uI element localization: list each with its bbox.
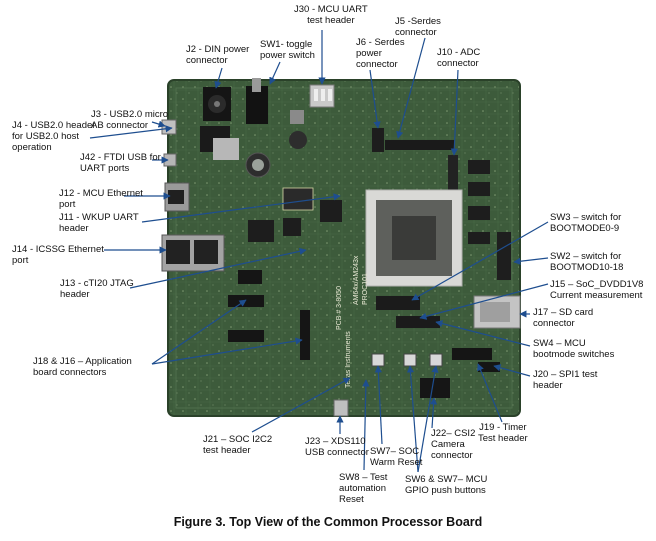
label-j18: J18 & J16 – Application board connectors [33,356,132,378]
label-j19: J19 - Timer Test header [478,422,528,444]
arrow-j21 [251,377,351,433]
toggle-power-switch [246,78,268,124]
silkscreen-line-1: PROC101 [362,273,369,305]
silkscreen-line-3: Texas Instruments [345,331,352,388]
label-j21: J21 – SOC I2C2 test header [203,434,273,456]
arrow-j22 [429,397,438,429]
jtag-header [238,270,262,284]
arrow-j4 [89,125,173,139]
arrow-j6 [369,69,381,129]
label-j10: J10 - ADC connector [437,47,481,69]
arrow-sw2 [513,257,549,265]
callout-arrows [89,30,549,473]
arrow-j10 [450,69,459,156]
board-silkscreen: AM64x/AM243x PROC101 PCB # 3-8050 Texas … [336,255,369,388]
j30-uart-header [309,84,335,108]
label-j5: J5 -Serdes connector [395,16,441,38]
memory-chips [248,160,490,244]
figure-caption: Figure 3. Top View of the Common Process… [173,515,483,529]
label-j6: J6 - Serdes power connector [356,37,405,70]
label-sw2: SW2 – switch for BOOTMOD10-18 [550,251,624,273]
bootmode-switches [376,232,511,328]
serdes-connector [372,128,455,152]
label-j13: J13 - cTI20 JTAG header [60,278,134,300]
arrow-j11 [141,193,341,223]
sd-card-connector [473,295,521,329]
adc-connector [448,155,458,193]
label-sw3: SW3 – switch for BOOTMODE0-9 [550,212,622,234]
arrow-sw3 [411,221,549,301]
icssg-ethernet [161,234,225,272]
power-components [200,110,307,178]
push-buttons [371,353,443,367]
arrow-j13 [129,247,307,289]
label-j15: J15 – SoC_DVDD1V8 Current measurement [550,279,644,301]
arrow-j18a [151,299,247,365]
label-j14: J14 - ICSSG Ethernet port [12,244,104,266]
arrow-j5 [396,37,426,139]
soc-processor [365,189,463,287]
arrow-j19 [477,363,503,423]
arrow-j2 [214,67,223,89]
arrow-j18b [151,337,303,365]
arrow-j15 [419,283,549,320]
csi2-camera-connector [420,378,450,398]
xds110-usb [333,399,349,417]
arrow-sw7 [374,365,383,445]
arrow-j20 [493,364,531,377]
arrow-sw8 [362,379,370,471]
label-j3: J3 - USB2.0 micro AB connector [91,109,169,131]
din-power-connector [203,87,231,121]
label-sw4: SW4 – MCU bootmode switches [533,338,615,360]
mcu-ethernet [164,182,190,212]
arrow-sw6b [417,365,439,473]
silkscreen-line-0: AM64x/AM243x [353,255,360,305]
label-sw8: SW8 – Test automation Reset [339,472,388,505]
label-j23: J23 – XDS110 USB connector [305,436,369,458]
label-j30: J30 - MCU UART test header [294,4,368,26]
label-j20: J20 – SPI1 test header [533,369,598,391]
arrow-sw6a [406,365,419,473]
label-j17: J17 – SD card connector [533,307,594,329]
label-j42: J42 - FTDI USB for UART ports [80,152,161,174]
label-j22: J22– CSI2 Camera connector [431,428,476,461]
label-sw6: SW6 & SW7– MCU GPIO push buttons [405,474,488,496]
arrow-sw4 [435,320,531,347]
label-j4: J4 - USB2.0 header for USB2.0 host opera… [12,120,96,153]
label-j12: J12 - MCU Ethernet port [59,188,143,210]
label-j11: J11 - WKUP UART header [59,212,139,234]
silkscreen-line-2: PCB # 3-8050 [336,286,343,330]
label-j2: J2 - DIN power connector [186,44,250,66]
arrow-j3 [151,120,166,128]
label-sw1: SW1- toggle power switch [260,39,315,61]
headers-bottom-right [452,348,500,372]
arrow-sw1 [269,61,281,85]
label-sw7: SW7– SOC Warm Reset [370,446,423,468]
